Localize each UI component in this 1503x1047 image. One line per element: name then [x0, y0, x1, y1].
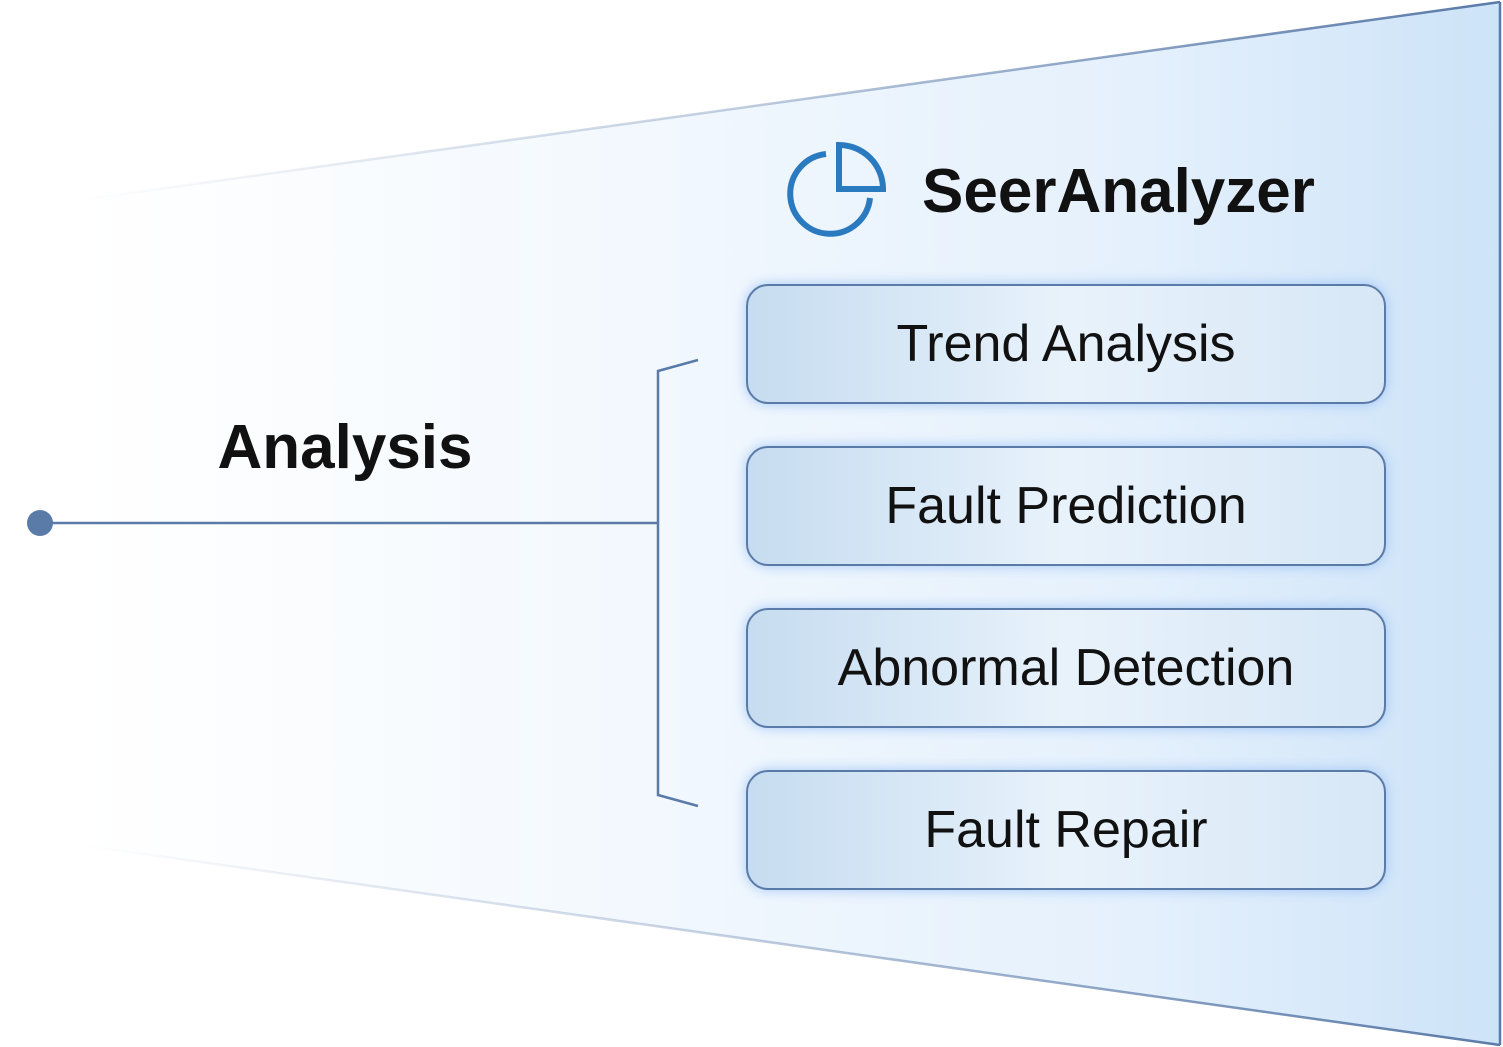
funnel-top-edge	[79, 0, 1501, 202]
brand-name: SeerAnalyzer	[922, 157, 1315, 226]
funnel-bottom-edge	[79, 843, 1501, 1047]
bracket	[656, 358, 699, 808]
pie-chart-icon	[787, 141, 886, 237]
module-label: Abnormal Detection	[837, 639, 1295, 697]
module-trend-analysis: Trend Analysis	[746, 284, 1386, 404]
module-label: Trend Analysis	[896, 315, 1236, 373]
module-label: Fault Prediction	[885, 477, 1247, 535]
module-fault-prediction: Fault Prediction	[746, 446, 1386, 566]
module-abnormal-detection: Abnormal Detection	[746, 608, 1386, 728]
module-fault-repair: Fault Repair	[746, 770, 1386, 890]
module-label: Fault Repair	[924, 801, 1208, 859]
analysis-label: Analysis	[217, 413, 473, 482]
